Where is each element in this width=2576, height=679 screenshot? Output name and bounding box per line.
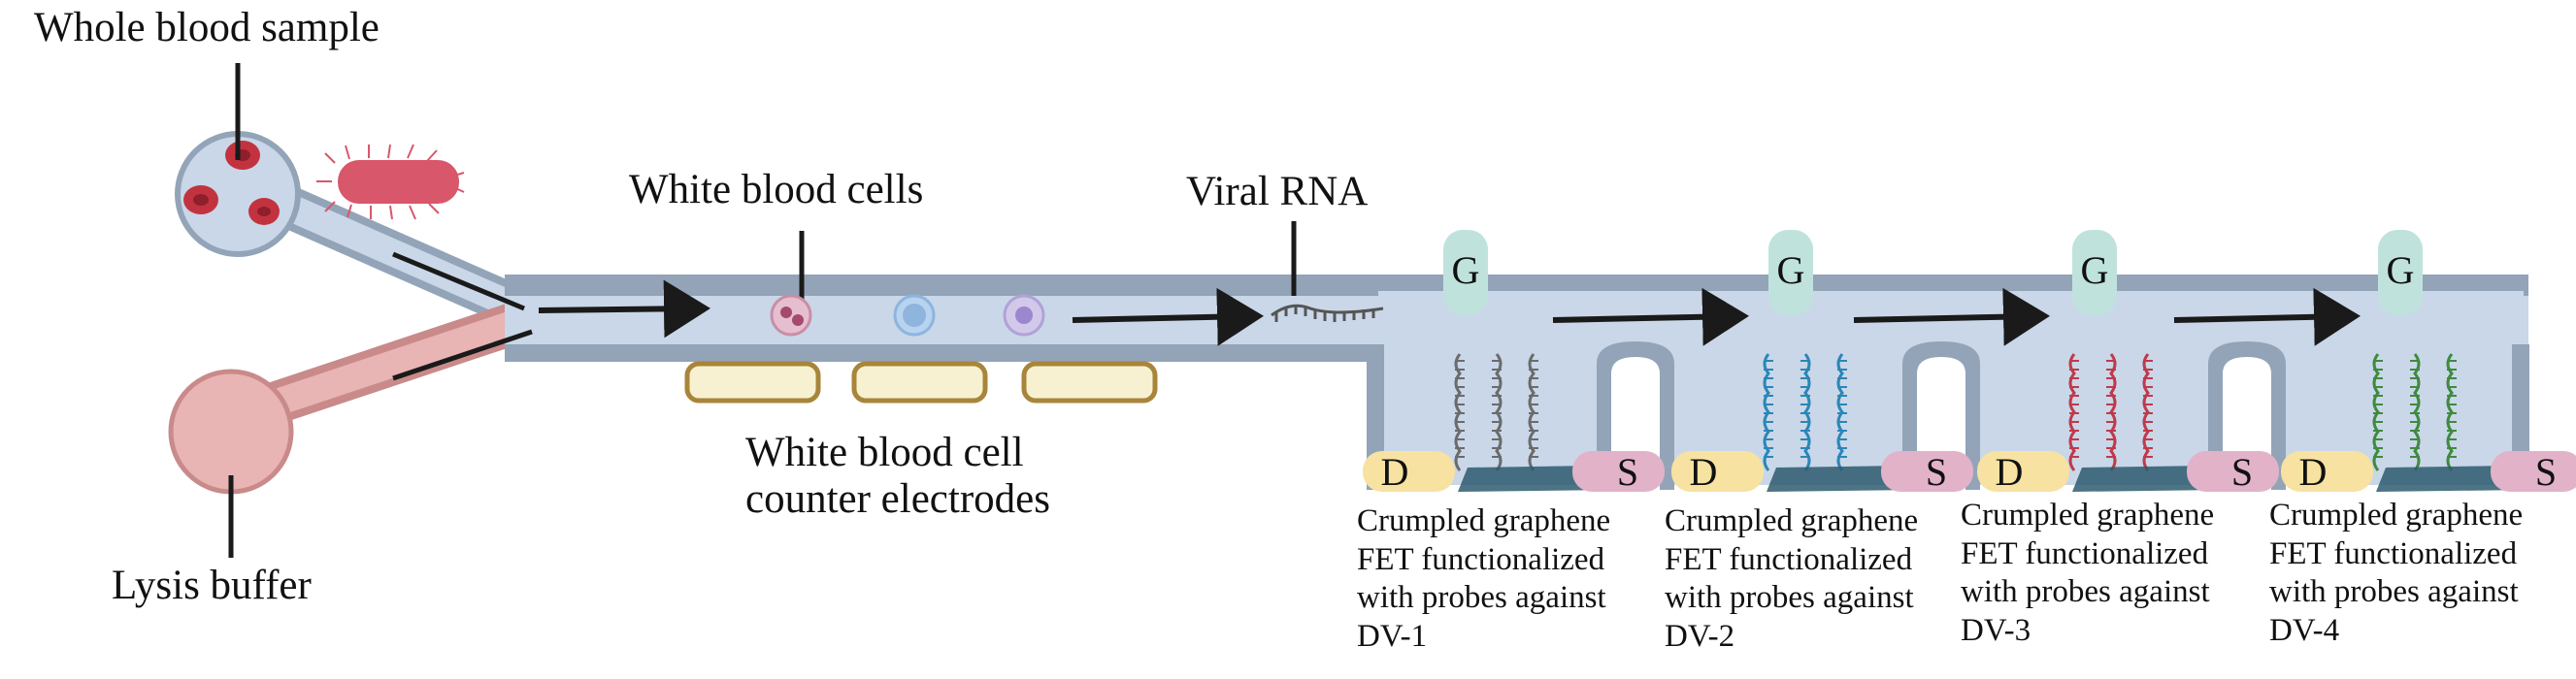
electrodes-label-line1: White blood cell xyxy=(745,430,1024,475)
drain-terminal xyxy=(1363,451,1455,492)
fet-sensor-4: G D S xyxy=(2281,230,2576,494)
source-terminal xyxy=(2491,451,2576,492)
fet-caption-line: FET functionalized xyxy=(2269,535,2518,571)
electrodes-label-line2: counter electrodes xyxy=(745,476,1050,523)
white-blood-cell-neutrophil xyxy=(770,294,812,337)
fet-caption-line: with probes against xyxy=(2269,574,2519,610)
lysis-buffer-label: Lysis buffer xyxy=(112,563,312,608)
fet-caption-line: DV-4 xyxy=(2269,612,2340,648)
electrode xyxy=(851,361,988,404)
fet-caption-2: Crumpled graphene FET functionalized wit… xyxy=(1665,502,1918,656)
fet-caption-line: DV-3 xyxy=(1961,612,2031,648)
main-channel-bottom-wall xyxy=(505,344,1378,362)
fet-caption-line: with probes against xyxy=(1961,574,2210,610)
source-terminal xyxy=(2187,451,2279,492)
fet-caption-line: Crumpled graphene xyxy=(1665,503,1919,538)
drain-label: D xyxy=(1996,450,2024,494)
fet-caption-3: Crumpled graphene FET functionalized wit… xyxy=(1961,497,2214,650)
fet-sensor-3: G D S xyxy=(1977,230,2279,494)
fet-caption-line: FET functionalized xyxy=(1357,541,1605,577)
source-terminal xyxy=(1572,451,1665,492)
source-label: S xyxy=(2231,450,2253,494)
fet-caption-line: FET functionalized xyxy=(1961,535,2209,571)
source-label: S xyxy=(2535,450,2557,494)
drain-terminal xyxy=(2281,451,2373,492)
drain-terminal xyxy=(1671,451,1764,492)
source-label: S xyxy=(1926,450,1947,494)
gate-label: G xyxy=(1777,248,1805,292)
lysis-buffer-reservoir xyxy=(168,369,294,495)
white-blood-cells-label: White blood cells xyxy=(629,167,924,212)
fet-caption-line: with probes against xyxy=(1357,580,1606,616)
fet-caption-line: DV-2 xyxy=(1665,618,1735,654)
fet-caption-line: Crumpled graphene xyxy=(2269,498,2524,533)
fet-caption-4: Crumpled graphene FET functionalized wit… xyxy=(2269,497,2523,650)
counter-electrodes xyxy=(684,361,1158,404)
graphene-sheet xyxy=(2072,466,2223,492)
graphene-sheet xyxy=(1458,466,1608,492)
drain-label: D xyxy=(2299,450,2328,494)
white-blood-cell-lymphocyte xyxy=(893,294,936,337)
whole-blood-reservoir xyxy=(175,131,301,257)
source-terminal xyxy=(1881,451,1973,492)
fet-caption-line: DV-1 xyxy=(1357,618,1428,654)
electrode xyxy=(1021,361,1158,404)
source-label: S xyxy=(1617,450,1638,494)
drain-terminal xyxy=(1977,451,2069,492)
drain-label: D xyxy=(1381,450,1409,494)
gate-terminal xyxy=(1768,230,1813,315)
fet-sensor-1: G D S xyxy=(1363,230,1665,494)
fet-caption-line: Crumpled graphene xyxy=(1357,503,1611,538)
gate-label: G xyxy=(2081,248,2109,292)
bacterium-icon xyxy=(316,144,465,220)
electrodes-label: White blood cell counter electrodes xyxy=(745,430,1050,523)
gate-terminal xyxy=(2072,230,2117,315)
graphene-sheet xyxy=(2376,466,2526,492)
junction-flow-lines xyxy=(392,251,533,381)
fet-sensor-2: G D S xyxy=(1671,230,1973,494)
fet-sensors: G D S G D S G D S G D S xyxy=(1363,230,2576,494)
lysis-inlet-tube xyxy=(255,300,531,428)
drain-label: D xyxy=(1690,450,1718,494)
gate-label: G xyxy=(1452,248,1480,292)
whole-blood-label: Whole blood sample xyxy=(34,5,380,50)
electrode xyxy=(684,361,821,404)
white-blood-cell-monocyte xyxy=(1003,294,1045,337)
viral-rna-strand xyxy=(1271,304,1384,322)
graphene-sheet xyxy=(1767,466,1917,492)
gate-terminal xyxy=(2378,230,2423,315)
viral-rna-label: Viral RNA xyxy=(1186,169,1369,214)
fet-caption-1: Crumpled graphene FET functionalized wit… xyxy=(1357,502,1610,656)
fet-caption-line: with probes against xyxy=(1665,580,1914,616)
flow-arrows xyxy=(538,279,2361,346)
gate-label: G xyxy=(2387,248,2415,292)
fet-caption-line: FET functionalized xyxy=(1665,541,1913,577)
fet-caption-line: Crumpled graphene xyxy=(1961,498,2215,533)
gate-terminal xyxy=(1443,230,1488,315)
